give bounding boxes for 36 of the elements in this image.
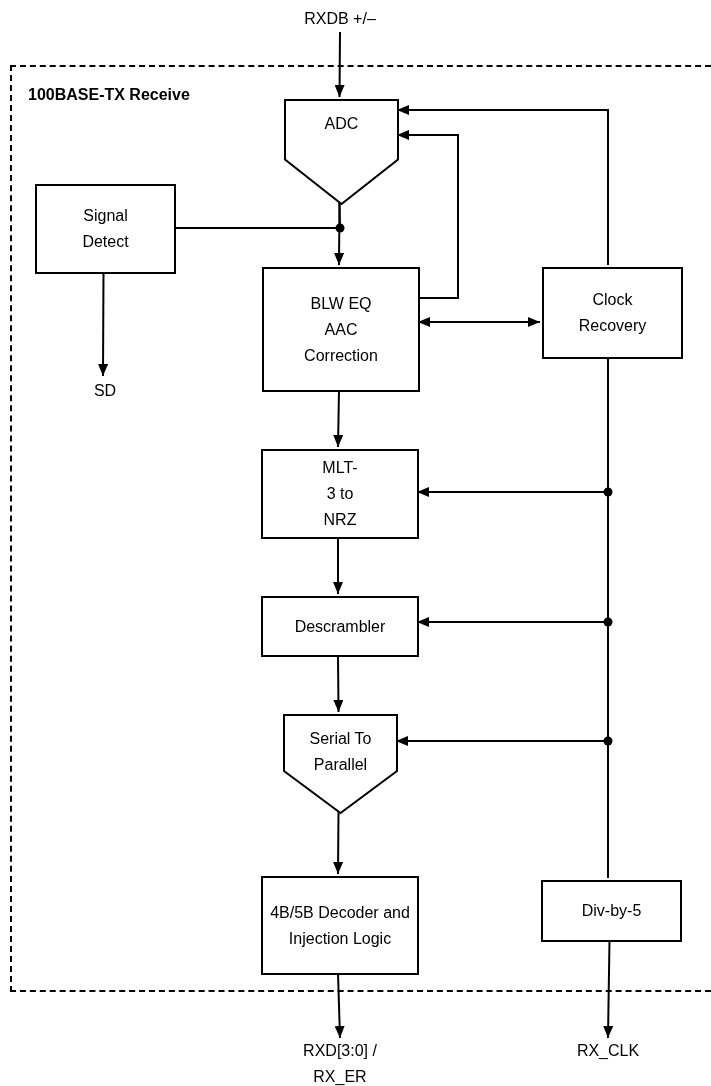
- arrow: [334, 972, 345, 1039]
- pentagon-block: [283, 714, 398, 814]
- arrow: [417, 317, 541, 327]
- process-box: [262, 267, 420, 392]
- arrow: [333, 811, 344, 875]
- process-box: [261, 876, 419, 975]
- block-text: Descrambler: [294, 616, 386, 637]
- process-box: [35, 184, 176, 274]
- arrow: [334, 202, 345, 266]
- block-text: Div-by-5: [581, 901, 642, 921]
- block-text: 4B/5B Decoder and Injection Logic: [269, 902, 411, 949]
- pentagon-block: [284, 99, 399, 205]
- block-text: RXDB +/–: [304, 9, 376, 29]
- block-text: SD: [93, 381, 117, 401]
- arrow: [98, 271, 109, 377]
- arrow: [396, 130, 459, 299]
- block-text: MLT-3 to NRZ: [322, 458, 358, 530]
- dashed-boundary: [10, 65, 711, 992]
- section-heading: 100BASE-TX Receive: [28, 85, 190, 105]
- arrow: [333, 536, 343, 595]
- block-text: ADC: [324, 114, 359, 134]
- arrow: [603, 939, 614, 1039]
- process-box: [542, 267, 683, 359]
- block-text: Clock Recovery: [578, 290, 647, 336]
- block-text: RX_CLK: [576, 1041, 640, 1061]
- process-box: [261, 596, 419, 657]
- arrow: [396, 105, 609, 266]
- process-box: [261, 449, 419, 539]
- arrow: [334, 31, 345, 98]
- arrow: [333, 389, 344, 448]
- arrow: [333, 654, 344, 713]
- block-text: BLW EQ AAC Correction: [304, 293, 378, 366]
- block-text: Serial To Parallel: [308, 729, 373, 775]
- block-text: RXD[3:0] / RX_ER: [302, 1041, 378, 1086]
- process-box: [541, 880, 682, 942]
- block-text: Signal Detect: [82, 206, 129, 252]
